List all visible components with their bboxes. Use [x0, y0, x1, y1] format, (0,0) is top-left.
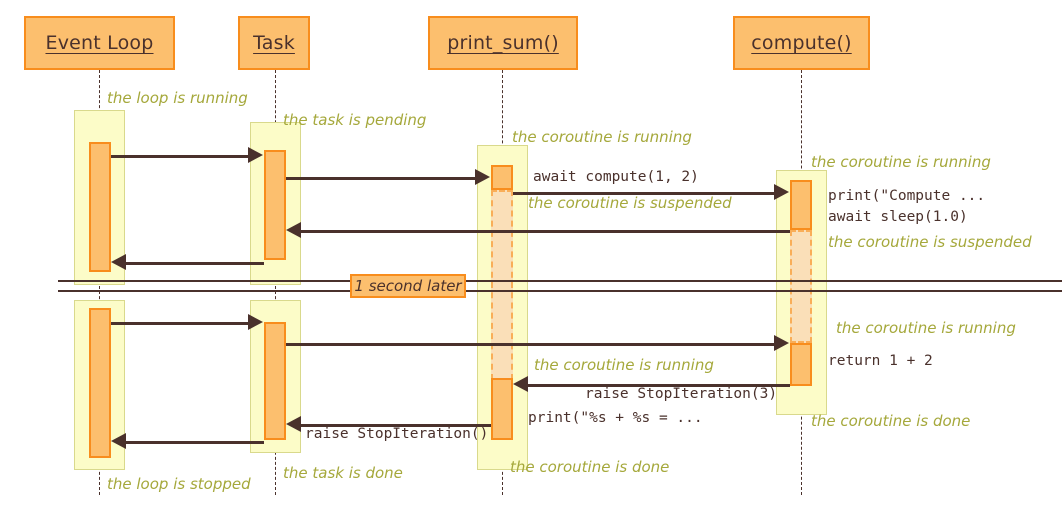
arrowhead-print-sum-to-task: [286, 416, 301, 432]
activation-compute-running-1: [790, 180, 812, 230]
activation-compute-running-2: [790, 343, 812, 386]
arrow-task-to-loop-1: [117, 262, 264, 265]
note-compute-suspended: the coroutine is suspended: [828, 233, 1032, 251]
message-raise-stopiteration-3: raise StopIteration(3): [585, 386, 778, 402]
arrowhead-task-to-loop-2: [111, 433, 126, 449]
arrowhead-print-sum-to-compute: [774, 184, 789, 200]
activation-print-sum-running-1: [491, 165, 513, 190]
note-print-sum-suspended: the coroutine is suspended: [528, 194, 732, 212]
divider-label: 1 second later: [354, 277, 462, 295]
arrowhead-task-to-loop-1: [111, 254, 126, 270]
participant-label-task: Task: [253, 32, 295, 54]
activation-print-sum-suspended: [491, 190, 513, 380]
note-compute-running-2: the coroutine is running: [836, 319, 1016, 337]
note-task-pending: the task is pending: [283, 111, 427, 129]
arrowhead-compute-to-task-suspend: [286, 222, 301, 238]
participant-label-event-loop: Event Loop: [45, 32, 154, 54]
activation-compute-suspended: [790, 230, 812, 343]
message-return-sum: return 1 + 2: [828, 353, 933, 369]
activation-task-1: [264, 150, 286, 260]
divider-rule-top: [58, 280, 1062, 282]
participant-compute[interactable]: compute(): [733, 16, 870, 70]
message-await-compute: await compute(1, 2): [533, 169, 699, 185]
message-raise-stopiteration: raise StopIteration(): [305, 426, 489, 442]
arrow-loop-to-task-2: [111, 322, 255, 325]
arrowhead-loop-to-task-2: [248, 314, 263, 330]
note-print-sum-done: the coroutine is done: [510, 458, 670, 476]
divider-rule-bottom: [58, 290, 1062, 292]
arrow-task-to-loop-2: [117, 441, 264, 444]
divider-label-box: 1 second later: [350, 274, 466, 298]
note-compute-done: the coroutine is done: [811, 412, 971, 430]
arrow-compute-to-print-sum: [519, 384, 790, 387]
note-print-sum-running-1: the coroutine is running: [512, 128, 692, 146]
arrow-task-to-compute: [286, 343, 778, 346]
participant-task[interactable]: Task: [238, 16, 310, 70]
message-print-result: print("%s + %s = ...: [528, 410, 703, 426]
participant-print-sum[interactable]: print_sum(): [428, 16, 578, 70]
note-compute-running-1: the coroutine is running: [811, 153, 991, 171]
activation-print-sum-running-2: [491, 378, 513, 440]
note-task-done: the task is done: [283, 464, 403, 482]
arrow-print-sum-to-task: [292, 424, 491, 427]
arrowhead-task-to-compute: [774, 335, 789, 351]
arrow-print-sum-to-compute: [513, 192, 777, 195]
participant-label-compute: compute(): [751, 32, 852, 54]
message-await-sleep: await sleep(1.0): [828, 209, 968, 225]
note-loop-running: the loop is running: [107, 89, 248, 107]
participant-event-loop[interactable]: Event Loop: [24, 16, 175, 70]
activation-event-loop-2: [89, 308, 111, 458]
note-print-sum-running-2: the coroutine is running: [534, 356, 714, 374]
arrow-compute-to-task-suspend: [292, 230, 790, 233]
arrowhead-task-to-print-sum-1: [475, 169, 490, 185]
participant-label-print-sum: print_sum(): [447, 32, 559, 54]
arrowhead-compute-to-print-sum: [513, 376, 528, 392]
note-loop-stopped: the loop is stopped: [107, 475, 251, 493]
message-print-compute: print("Compute ...: [828, 188, 986, 204]
arrowhead-loop-to-task-1: [248, 147, 263, 163]
activation-task-2: [264, 322, 286, 440]
arrow-task-to-print-sum-1: [286, 177, 482, 180]
arrow-loop-to-task-1: [111, 155, 255, 158]
activation-event-loop-1: [89, 142, 111, 272]
